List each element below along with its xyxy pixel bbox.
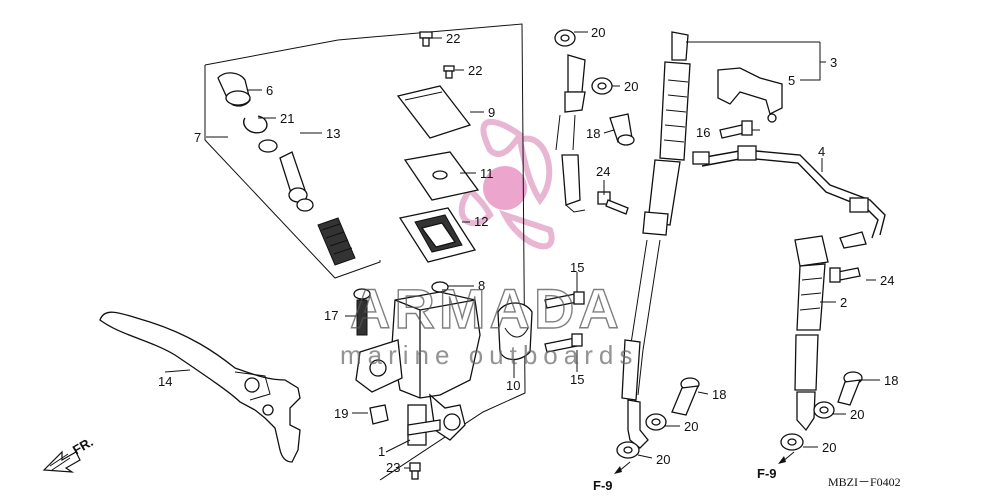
diaphragm bbox=[398, 207, 477, 263]
cap-screw-1 bbox=[419, 31, 433, 47]
callout-24: 24 bbox=[596, 164, 610, 179]
callout-6: 6 bbox=[266, 83, 273, 98]
brake-pipe bbox=[692, 145, 886, 249]
hose-bolt-24-left bbox=[597, 191, 629, 215]
callout-19: 19 bbox=[334, 406, 348, 421]
hose-clamp bbox=[717, 67, 783, 123]
piston-assembly bbox=[258, 139, 356, 266]
callout-20: 20 bbox=[591, 25, 605, 40]
callout-2: 2 bbox=[840, 295, 847, 310]
brake-hose-lower bbox=[794, 235, 829, 432]
callout-22: 22 bbox=[468, 63, 482, 78]
piston-boot bbox=[217, 72, 251, 107]
watermark-text: ARMADA marine outboards bbox=[340, 276, 638, 370]
reservoir-ring bbox=[431, 281, 449, 293]
callout-13: 13 bbox=[326, 126, 340, 141]
callout-7: 7 bbox=[194, 130, 201, 145]
diagram-code: MBZI－F0402 bbox=[828, 475, 901, 489]
callout-5: 5 bbox=[788, 73, 795, 88]
callout-20: 20 bbox=[656, 452, 670, 467]
callout-9: 9 bbox=[488, 105, 495, 120]
callout-22: 22 bbox=[446, 31, 460, 46]
callout-18: 18 bbox=[884, 373, 898, 388]
oil-bolt-middle bbox=[671, 377, 700, 416]
diaphragm-plate bbox=[403, 151, 480, 201]
clamp-bolt bbox=[719, 120, 753, 139]
reference-f9-left: F-9 bbox=[593, 461, 631, 493]
watermark-logo bbox=[458, 118, 555, 250]
callout-23: 23 bbox=[386, 460, 400, 475]
watermark-subtitle: marine outboards bbox=[340, 340, 638, 370]
callout-11: 11 bbox=[480, 166, 494, 181]
callout-20: 20 bbox=[822, 440, 836, 455]
oil-bolt-right bbox=[837, 371, 863, 406]
leader-lines bbox=[164, 31, 880, 469]
callout-12: 12 bbox=[474, 214, 488, 229]
callout-24: 24 bbox=[880, 273, 894, 288]
callout-15: 15 bbox=[570, 372, 584, 387]
callout-18: 18 bbox=[586, 126, 600, 141]
holder-bolt-lower bbox=[544, 333, 583, 353]
frame-master-cylinder bbox=[204, 23, 526, 481]
callout-10: 10 bbox=[506, 378, 520, 393]
callout-1: 1 bbox=[378, 444, 385, 459]
callout-20: 20 bbox=[850, 407, 864, 422]
handlebar-holder bbox=[497, 302, 533, 361]
master-cylinder-body bbox=[355, 291, 481, 446]
watermark-title: ARMADA bbox=[350, 277, 623, 340]
callout-20: 20 bbox=[684, 419, 698, 434]
callout-14: 14 bbox=[158, 374, 172, 389]
cap-screw-2 bbox=[443, 65, 455, 79]
front-direction-arrow: FR. bbox=[42, 434, 96, 473]
brake-hose-upper bbox=[621, 31, 691, 449]
stop-switch bbox=[369, 404, 389, 425]
callout-16: 16 bbox=[696, 125, 710, 140]
sealing-washers bbox=[554, 29, 835, 459]
callout-3: 3 bbox=[830, 55, 837, 70]
reference-label: F-9 bbox=[593, 478, 613, 493]
holder-bolt-upper bbox=[544, 291, 585, 309]
circlip bbox=[243, 115, 268, 134]
reference-label: F-9 bbox=[757, 466, 777, 481]
callout-18: 18 bbox=[712, 387, 726, 402]
callout-20: 20 bbox=[624, 79, 638, 94]
callout-4: 4 bbox=[818, 144, 825, 159]
reservoir-cap bbox=[396, 85, 472, 139]
switch-screw bbox=[409, 462, 421, 480]
callout-17: 17 bbox=[324, 308, 338, 323]
reference-f9-right: F-9 bbox=[757, 451, 795, 481]
oil-bolt-upper bbox=[609, 113, 635, 146]
hose-bolt-24-right bbox=[829, 267, 861, 283]
stop-switch-screw bbox=[353, 288, 371, 336]
callout-numbers: 22 22 9 11 12 8 6 21 7 13 17 19 1 23 15 … bbox=[158, 25, 898, 475]
callout-21: 21 bbox=[280, 111, 294, 126]
callout-8: 8 bbox=[478, 278, 485, 293]
callout-15: 15 bbox=[570, 260, 584, 275]
brake-lever bbox=[99, 311, 301, 463]
hose-banjo-upper bbox=[555, 54, 586, 213]
